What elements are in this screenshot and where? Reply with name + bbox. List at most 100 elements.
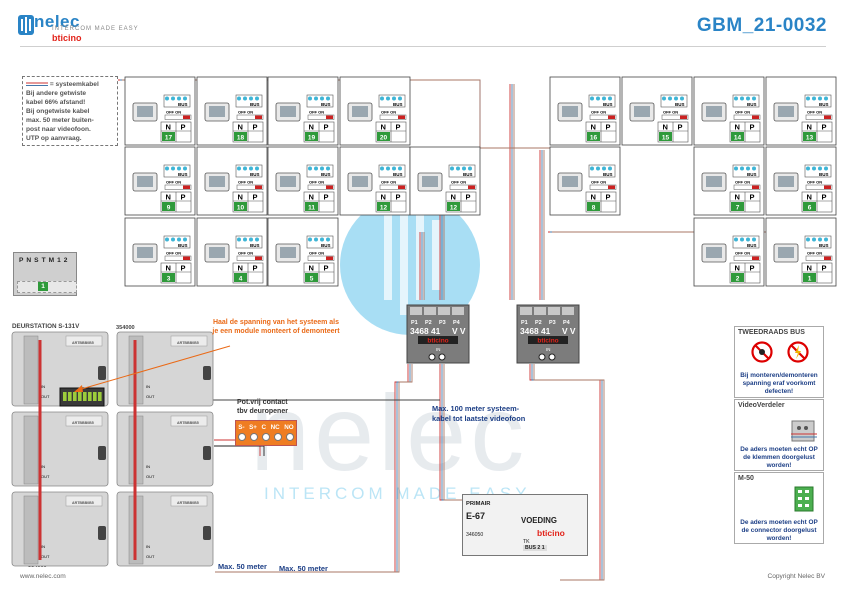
- cable-wire: [214, 445, 265, 456]
- terminal-p-label: P: [181, 123, 186, 132]
- dip-switch-icon: [236, 114, 264, 120]
- footer-copyright: Copyright Nelec BV: [767, 573, 825, 580]
- dip-switch-icon: [733, 255, 761, 261]
- screw-icon: [326, 166, 330, 171]
- annotation-arrow-icon: [74, 345, 231, 392]
- terminal-p-label: P: [750, 264, 755, 273]
- screw-icon: [608, 166, 612, 171]
- display-segment: [73, 392, 77, 401]
- dip-switch-lever: [326, 115, 333, 119]
- apartment-number: 8: [592, 205, 596, 212]
- flat-cable: [38, 340, 137, 560]
- module-label-plate: [65, 415, 103, 427]
- distributor-in: IN: [436, 347, 440, 352]
- screw-icon: [165, 166, 169, 171]
- door-station-width-label: 354000: [116, 325, 135, 331]
- module-code: ARTBBB0B5: [72, 501, 94, 505]
- dip-switch-icon: [164, 114, 192, 120]
- switch-label: OFF ON: [166, 180, 181, 185]
- screen-icon: [706, 247, 722, 258]
- terminal-p-label: P: [181, 264, 186, 273]
- port-socket: [452, 307, 464, 315]
- screen-icon: [209, 106, 225, 117]
- module-rail: [23, 335, 39, 405]
- address-badge: [305, 202, 318, 211]
- screen-icon: [778, 176, 794, 187]
- screw-icon: [824, 237, 828, 242]
- relay-module: S- S+ C NC NO: [235, 420, 297, 446]
- terminal-p-label: P: [253, 264, 258, 273]
- terminal-p-label: P: [822, 193, 827, 202]
- distributor-vv: V V: [562, 326, 576, 336]
- watermark-logo-icon: [340, 195, 480, 335]
- screen-icon: [778, 106, 794, 117]
- screw-icon: [734, 96, 738, 101]
- bus-label: BUS: [819, 102, 829, 107]
- apartment-number: 18: [237, 135, 245, 142]
- screen-icon: [280, 106, 296, 117]
- dip-switch-lever: [326, 185, 333, 189]
- max-system-cable-label: Max. 100 meter systeem- kabel tot laatst…: [432, 404, 526, 423]
- bus-label: BUS: [463, 172, 473, 177]
- screw-icon: [249, 237, 253, 242]
- terminal-n-label: N: [238, 264, 243, 273]
- screw-icon: [548, 353, 556, 361]
- dip-switch-icon: [733, 184, 761, 190]
- partner-brand: bticino: [52, 33, 82, 43]
- screw-icon: [249, 166, 253, 171]
- cable-wire: [441, 364, 470, 501]
- address-badge: [162, 273, 175, 282]
- terminal-n-label: N: [381, 123, 386, 132]
- address-badge: [731, 202, 744, 211]
- apartment-number: 19: [308, 135, 316, 142]
- screw-icon: [171, 237, 175, 242]
- screw-icon: [392, 166, 396, 171]
- apartment-number: 5: [310, 276, 314, 283]
- cable-wire: [439, 364, 470, 501]
- screw-icon: [308, 166, 312, 171]
- address-badge: [659, 132, 672, 141]
- screw-icon: [386, 96, 390, 101]
- dip-switch-icon: [805, 184, 833, 190]
- terminal-n-label: N: [238, 123, 243, 132]
- header-divider: [20, 46, 826, 47]
- terminal-p-label: P: [822, 264, 827, 273]
- terminal-p-label: P: [750, 193, 755, 202]
- distributor-brand-plate: [528, 336, 568, 344]
- screw-icon: [812, 166, 816, 171]
- power-supply-tk: TK: [523, 539, 530, 545]
- screw-icon: [746, 96, 750, 101]
- apartment-number: 9: [167, 205, 171, 212]
- screw-icon: [824, 96, 828, 101]
- address-badge: [587, 202, 600, 211]
- screw-icon: [602, 166, 606, 171]
- screw-icon: [314, 237, 318, 242]
- terminal-p-label: P: [324, 123, 329, 132]
- module-code: ARTBBB0B5: [72, 341, 94, 345]
- screw-icon: [171, 96, 175, 101]
- terminal-p-label: P: [822, 123, 827, 132]
- switch-label: OFF ON: [309, 110, 324, 115]
- display-segment: [63, 392, 67, 401]
- screw-icon: [238, 433, 246, 441]
- terminal-n-label: N: [381, 193, 386, 202]
- screw-icon: [456, 166, 460, 171]
- note-line: post naar videofoon.: [26, 126, 91, 133]
- module-in-label: IN: [146, 544, 150, 549]
- bus-label: BUS: [321, 172, 331, 177]
- dip-switch-lever: [255, 185, 262, 189]
- apartment-number: 3: [167, 276, 171, 283]
- screw-icon: [824, 166, 828, 171]
- port-label: P4: [563, 320, 571, 326]
- screw-icon: [734, 166, 738, 171]
- terminal-p: P: [19, 257, 24, 264]
- screw-icon: [752, 96, 756, 101]
- power-supply: PRIMAIR E-67 VOEDING 346050 bticino TK B…: [462, 494, 588, 556]
- dip-switch-icon: [307, 184, 335, 190]
- port-label: P4: [453, 320, 461, 326]
- switch-label: OFF ON: [807, 180, 822, 185]
